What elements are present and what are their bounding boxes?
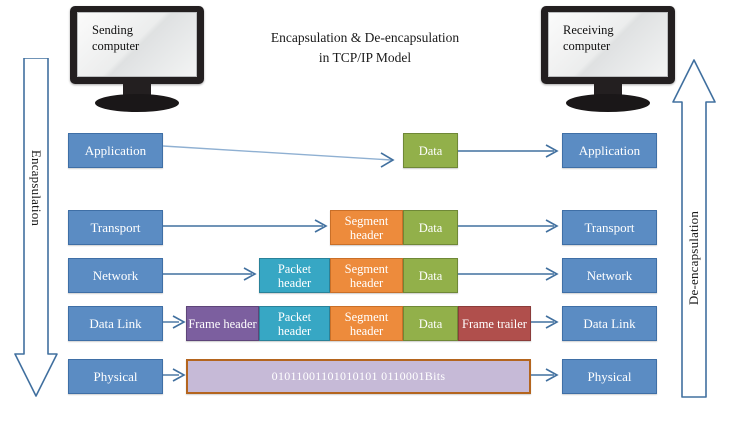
- pdu-cell-segment-header: Segment header: [330, 210, 403, 245]
- left-layer-network[interactable]: Network: [68, 258, 163, 293]
- sending-label-line-1: Sending: [92, 23, 133, 37]
- pdu-cell-frame-header: Frame header: [186, 306, 259, 341]
- encapsulation-arrow: Encapsulation: [14, 58, 58, 398]
- connector-data-link-left: [163, 315, 186, 329]
- connector-transport-left: [163, 219, 328, 233]
- left-layer-transport[interactable]: Transport: [68, 210, 163, 245]
- monitor-bezel: Receiving computer: [541, 6, 675, 84]
- pdu-cell-packet-header: Packet header: [259, 258, 330, 293]
- connector-physical-left: [163, 368, 186, 382]
- sending-label-line-2: computer: [92, 38, 140, 53]
- right-layer-transport[interactable]: Transport: [562, 210, 657, 245]
- left-layer-data-link[interactable]: Data Link: [68, 306, 163, 341]
- receiving-computer-monitor: Receiving computer: [533, 6, 683, 116]
- diagram-title: Encapsulation & De-encapsulation in TCP/…: [235, 28, 495, 67]
- connector-physical-right: [531, 368, 559, 382]
- connector-network-right: [458, 267, 559, 281]
- monitor-base: [95, 94, 179, 112]
- title-line-1: Encapsulation & De-encapsulation: [270, 30, 460, 45]
- pdu-cell-packet-header: Packet header: [259, 306, 330, 341]
- left-layer-application[interactable]: Application: [68, 133, 163, 168]
- pdu-cell-data: Data: [403, 133, 458, 168]
- receiving-label-line-2: computer: [563, 38, 611, 53]
- pdu-network: Packet header Segment header Data: [259, 258, 458, 293]
- de-encapsulation-arrow: De-encapsulation: [672, 58, 716, 398]
- pdu-physical-bits: 01011001101010101 0110001Bits: [186, 359, 531, 394]
- connector-application-left: [162, 145, 395, 168]
- monitor-screen: Receiving computer: [548, 12, 668, 77]
- connector-transport-right: [458, 219, 559, 233]
- pdu-cell-segment-header: Segment header: [330, 306, 403, 341]
- connector-data-link-right: [531, 315, 559, 329]
- pdu-cell-frame-trailer: Frame trailer: [458, 306, 531, 341]
- right-layer-data-link[interactable]: Data Link: [562, 306, 657, 341]
- left-layer-physical[interactable]: Physical: [68, 359, 163, 394]
- pdu-cell-segment-header: Segment header: [330, 258, 403, 293]
- pdu-cell-data: Data: [403, 258, 458, 293]
- receiving-computer-label: Receiving computer: [563, 23, 661, 54]
- connector-network-left: [163, 267, 257, 281]
- connector-application-right: [458, 144, 559, 158]
- sending-computer-monitor: Sending computer: [62, 6, 212, 116]
- sending-computer-label: Sending computer: [92, 23, 190, 54]
- title-line-2: in TCP/IP Model: [318, 49, 412, 65]
- pdu-cell-data: Data: [403, 306, 458, 341]
- receiving-label-line-1: Receiving: [563, 23, 614, 37]
- monitor-base: [566, 94, 650, 112]
- pdu-transport: Segment header Data: [330, 210, 458, 245]
- pdu-data-link: Frame header Packet header Segment heade…: [186, 306, 531, 341]
- pdu-cell-data: Data: [403, 210, 458, 245]
- monitor-bezel: Sending computer: [70, 6, 204, 84]
- monitor-screen: Sending computer: [77, 12, 197, 77]
- diagram-canvas: Encapsulation & De-encapsulation in TCP/…: [14, 6, 716, 398]
- right-layer-application[interactable]: Application: [562, 133, 657, 168]
- right-layer-physical[interactable]: Physical: [562, 359, 657, 394]
- de-encapsulation-arrow-label: De-encapsulation: [686, 210, 702, 306]
- encapsulation-arrow-label: Encapsulation: [29, 149, 44, 227]
- pdu-application: Data: [403, 133, 458, 168]
- right-layer-network[interactable]: Network: [562, 258, 657, 293]
